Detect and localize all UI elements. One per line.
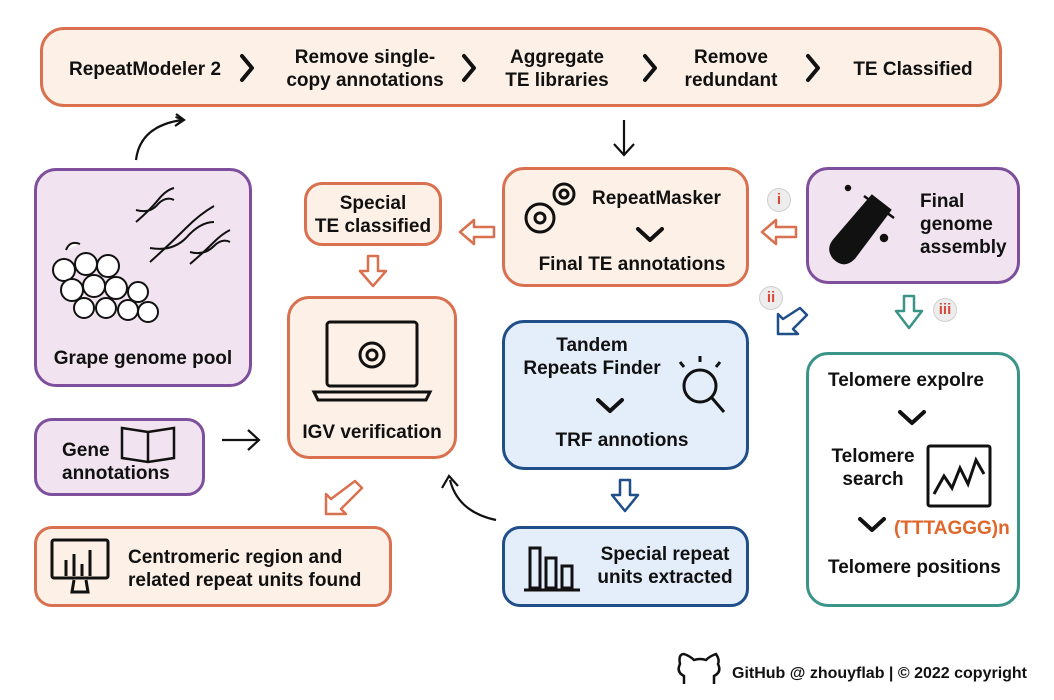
- pipeline-step-5: TE Classified: [853, 59, 973, 80]
- centromeric-label: Centromeric region and related repeat un…: [128, 547, 362, 591]
- gene-annotations-label: Gene annotations: [62, 440, 170, 484]
- repeatmasker-result: Final TE annotations: [538, 254, 726, 275]
- grape-pool-label: Grape genome pool: [53, 348, 233, 369]
- trf-box: [502, 320, 749, 470]
- telomere-positions: Telomere positions: [828, 557, 1001, 578]
- pipeline-step-2: Remove single- copy annotations: [286, 47, 444, 91]
- pipeline-step-3: Aggregate TE libraries: [505, 47, 609, 91]
- telomere-search: Telomere search: [831, 446, 915, 490]
- book-icon: [120, 426, 176, 464]
- hollow-arrow-down-teal: [894, 294, 924, 330]
- test-tube-icon: [829, 184, 895, 265]
- hollow-arrow-down-1: [358, 254, 388, 288]
- pipeline-chevron-icons: [240, 54, 820, 82]
- hollow-arrow-down-blue: [610, 478, 640, 513]
- special-te-box: [304, 182, 442, 246]
- monitor-chart-icon: [50, 538, 110, 594]
- trf-result: TRF annotions: [555, 430, 689, 451]
- hollow-arrow-left-2: [760, 218, 798, 246]
- hollow-arrow-left-1: [458, 218, 496, 246]
- final-genome-label: Final genome assembly: [920, 191, 1007, 258]
- dna-icon: [135, 187, 231, 265]
- badge-iii: iii: [933, 298, 957, 322]
- pipeline-step-1: RepeatModeler 2: [68, 59, 222, 80]
- github-icon: [677, 652, 721, 684]
- line-chart-icon: [926, 444, 992, 508]
- pipeline-step-4: Remove redundant: [684, 47, 778, 91]
- magnifier-icon: [678, 356, 726, 413]
- special-repeat-label: Special repeat units extracted: [597, 544, 733, 588]
- telomere-box: [806, 352, 1020, 607]
- gears-icon: [524, 182, 576, 234]
- repeatmasker-title: RepeatMasker: [592, 188, 721, 209]
- hollow-arrow-diag-blue: [776, 306, 809, 336]
- arrow-down-to-repeatmasker: [613, 120, 635, 157]
- curved-arrow-to-igv: [448, 479, 497, 522]
- special-repeat-box: [502, 526, 749, 607]
- bar-chart-icon: [524, 546, 580, 592]
- final-genome-box: [806, 167, 1020, 284]
- trf-title: Tandem Repeats Finder: [523, 335, 661, 379]
- repeatmasker-box: [502, 167, 749, 287]
- igv-label: IGV verification: [302, 422, 442, 443]
- grapes-icon: [52, 241, 159, 323]
- telomere-explore: Telomere expolre: [828, 370, 984, 391]
- badge-ii: ii: [759, 286, 783, 310]
- curved-arrow-up: [134, 120, 182, 161]
- arrow-right-to-igv: [222, 429, 261, 451]
- gene-annotations-box: [34, 418, 205, 496]
- footer-credit: GitHub @ zhouyflab | © 2022 copyright: [732, 665, 1028, 682]
- laptop-gear-icon: [311, 320, 433, 402]
- hollow-arrow-diag-orange: [324, 479, 364, 516]
- chevron-down-icons: [596, 227, 926, 532]
- pipeline-box: [40, 27, 1002, 107]
- badge-i: i: [767, 188, 791, 212]
- special-te-label: Special TE classified: [314, 193, 432, 237]
- telomere-motif: (TTTAGGG)n: [894, 518, 1010, 539]
